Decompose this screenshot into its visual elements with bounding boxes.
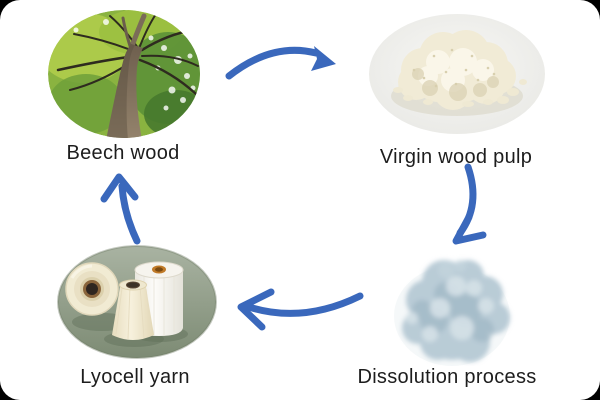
label-virgin-wood-pulp: Virgin wood pulp [379, 146, 533, 168]
node-lyocell-yarn [56, 242, 218, 362]
arrow-head-icon [237, 288, 275, 331]
arrow-dissolution-to-yarn [237, 288, 364, 331]
arrow-yarn-to-beech [100, 173, 141, 245]
dissolving-cloud-photo [394, 260, 510, 366]
yarn-cones-photo [57, 245, 217, 359]
node-beech-wood [46, 8, 202, 140]
arrow-head-icon [100, 173, 139, 203]
arrow-head-icon [311, 46, 336, 71]
arrow-beech-to-pulp [225, 46, 336, 80]
arrow-shaft [245, 292, 364, 317]
wood-pulp-photo [369, 14, 545, 134]
label-lyocell-yarn: Lyocell yarn [80, 366, 190, 388]
arrow-shaft [118, 182, 141, 245]
arrow-pulp-to-dissolution [452, 163, 487, 245]
label-beech-wood: Beech wood [66, 142, 180, 164]
beech-tree-photo [48, 10, 200, 138]
node-virgin-wood-pulp [368, 12, 546, 136]
arrow-shaft [456, 163, 477, 237]
label-dissolution-process: Dissolution process [357, 366, 537, 388]
arrow-shaft [225, 46, 320, 80]
node-dissolution-process [382, 236, 524, 366]
